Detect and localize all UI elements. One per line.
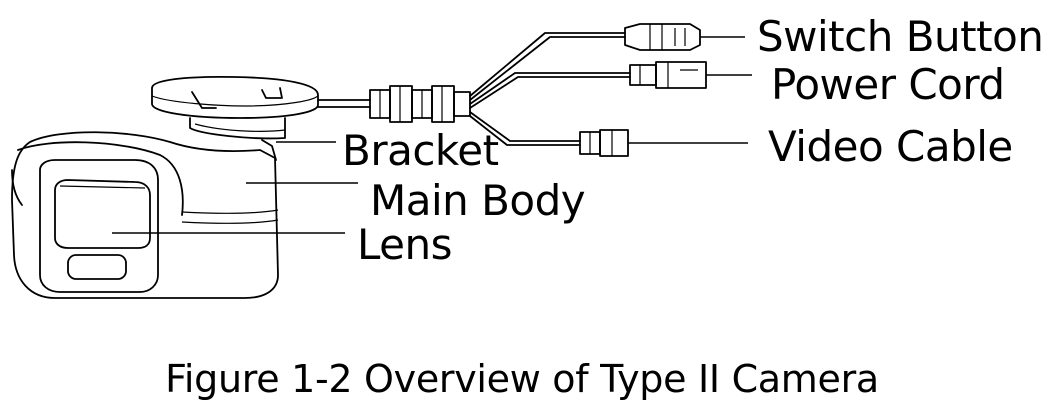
- leader-lines: [112, 36, 752, 234]
- power-cord-label: Power Cord: [771, 60, 1005, 109]
- main-body-label: Main Body: [370, 176, 586, 225]
- bracket-label: Bracket: [342, 126, 499, 175]
- main-body-drawing: [11, 131, 279, 299]
- bracket-drawing: [151, 75, 319, 161]
- switch-button-label: Switch Button: [757, 12, 1044, 61]
- video-cable-label: Video Cable: [768, 122, 1013, 171]
- figure-caption: Figure 1-2 Overview of Type II Camera: [165, 357, 879, 401]
- cable-drawing: [317, 23, 707, 157]
- lens-label: Lens: [357, 220, 453, 269]
